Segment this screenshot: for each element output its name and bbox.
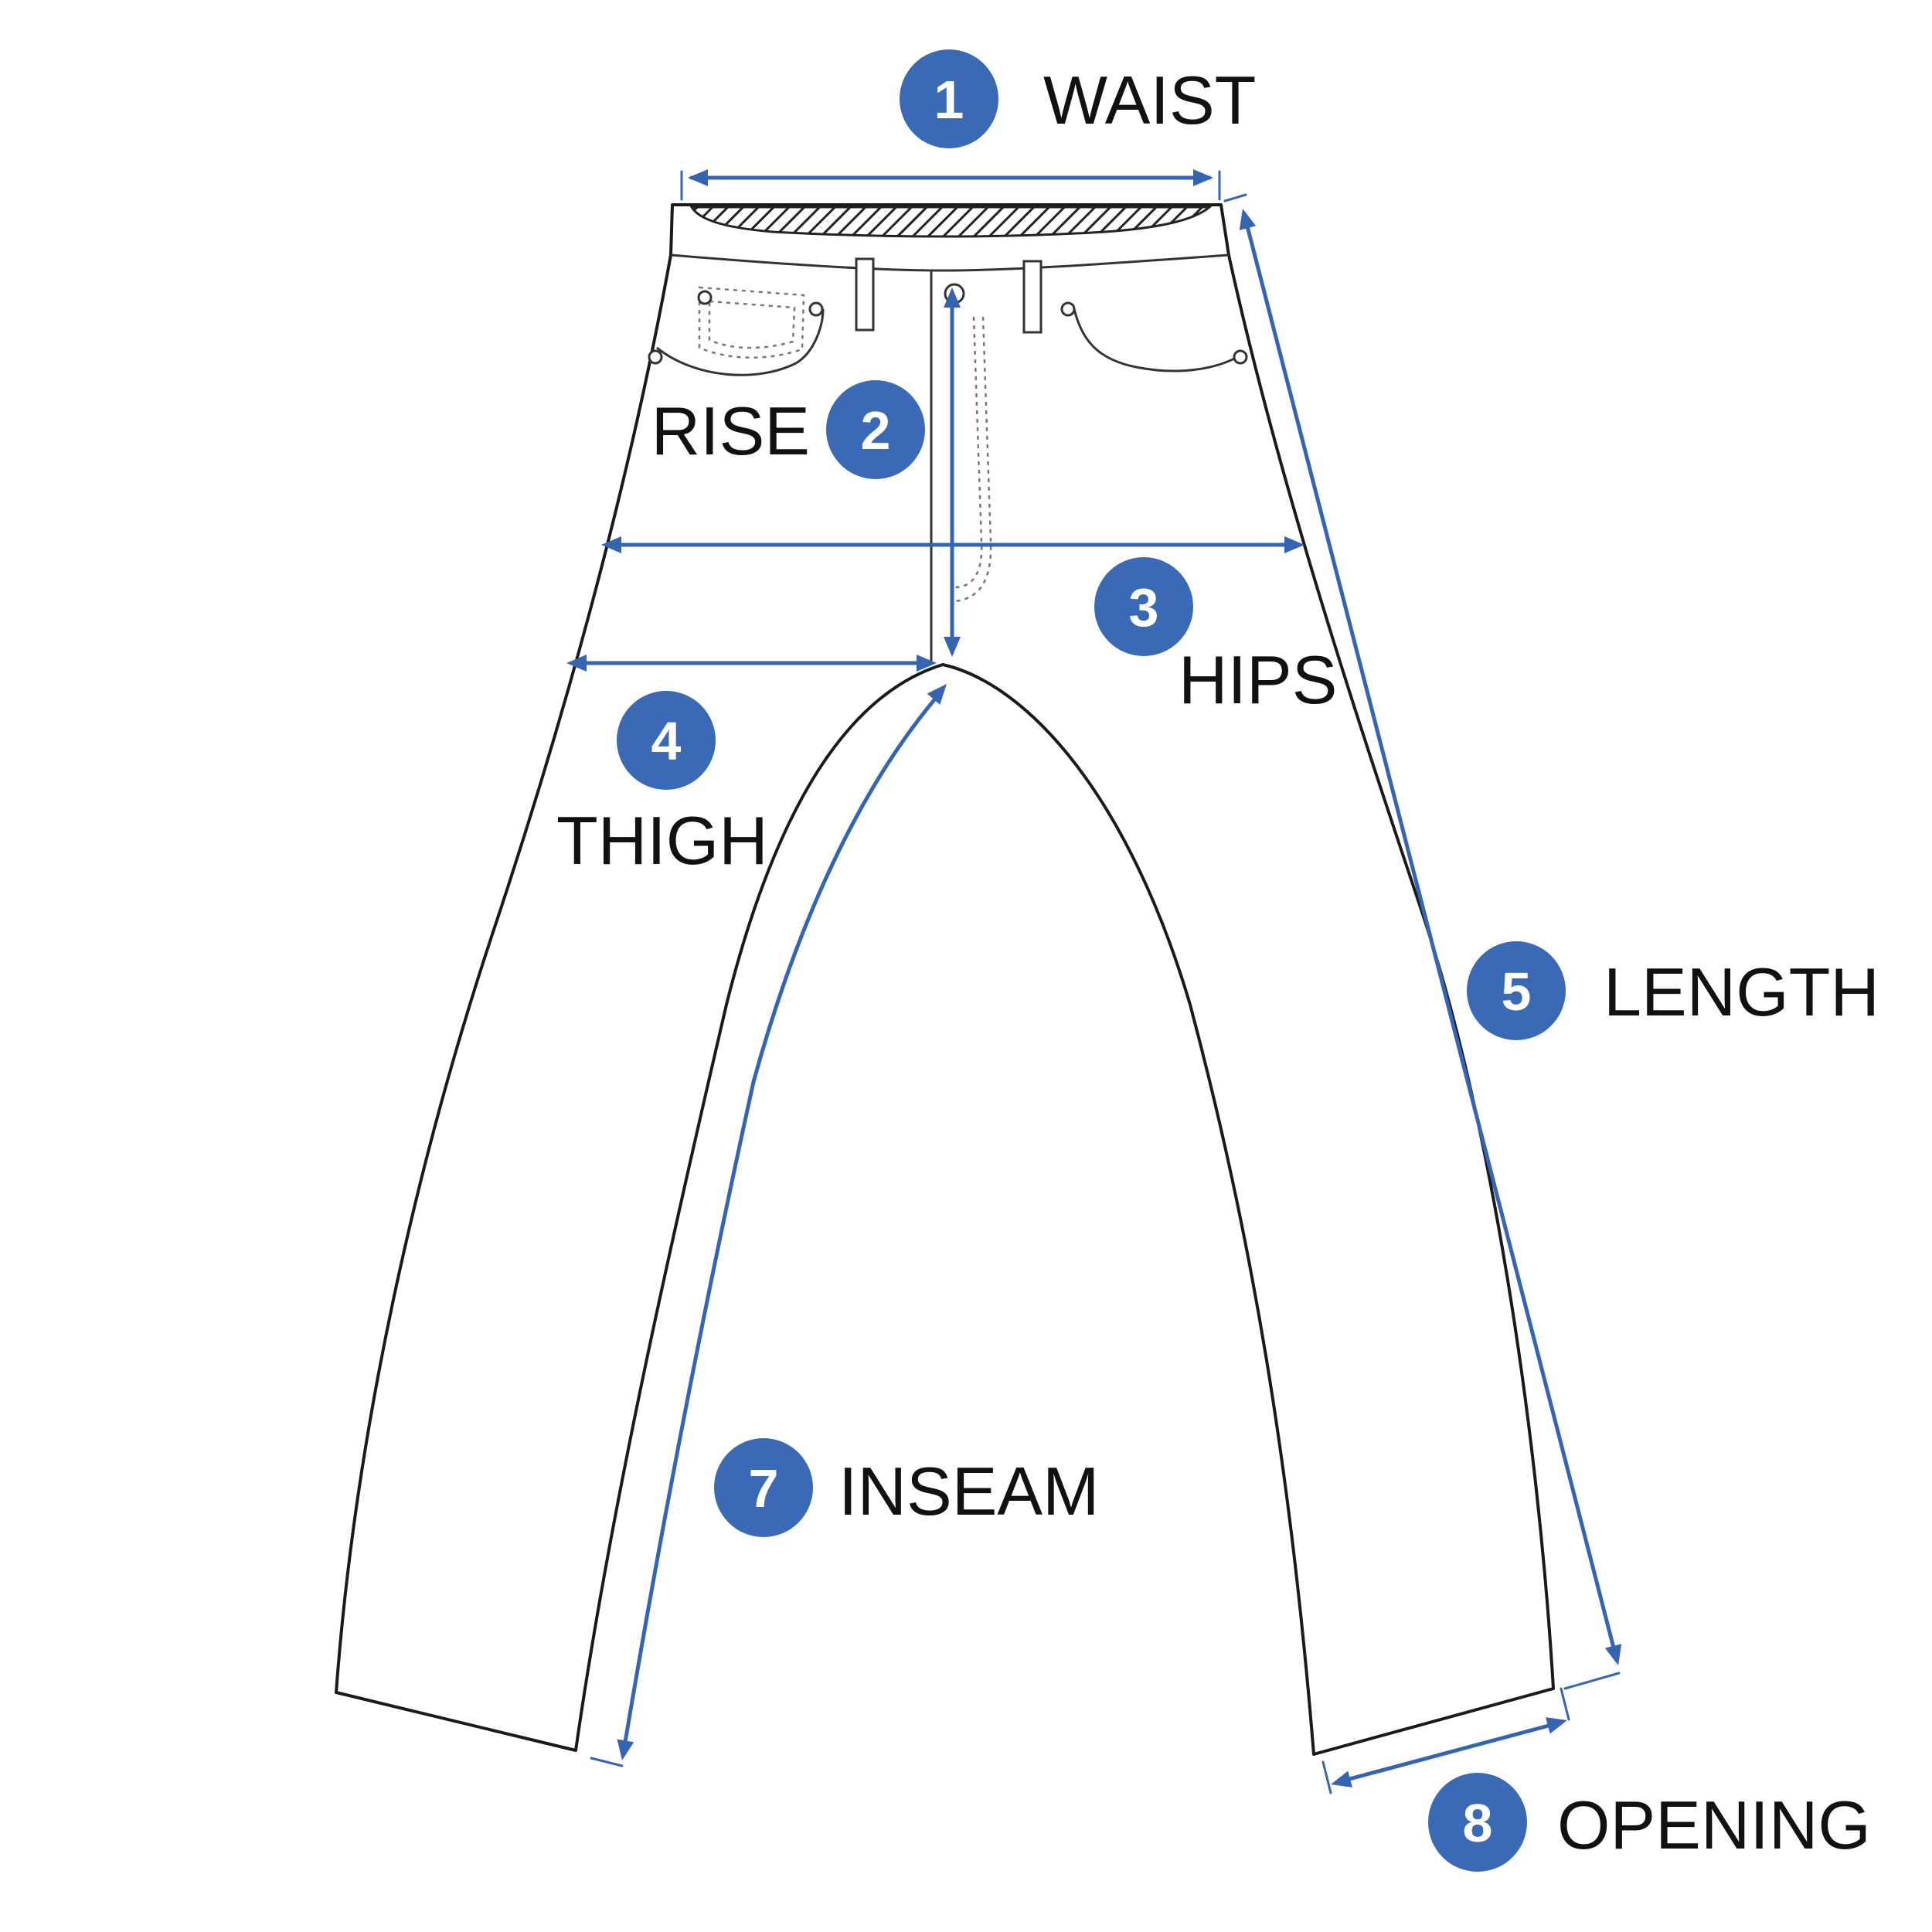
measurement-label-opening: OPENING: [1557, 1787, 1871, 1863]
inseam-arrowhead-bottom: [617, 1739, 634, 1760]
badge-number-rise: 2: [861, 400, 891, 461]
label-length: 5 LENGTH: [1467, 941, 1879, 1040]
badge-waist: [900, 49, 998, 148]
inner-waistband-rib: [689, 206, 1213, 238]
measurement-label-length: LENGTH: [1604, 954, 1879, 1030]
measurement-label-hips: HIPS: [1179, 641, 1337, 718]
inseam-arrowhead-top: [927, 684, 947, 705]
label-hips: 3 HIPS: [1094, 557, 1337, 718]
label-opening: 8 OPENING: [1428, 1773, 1871, 1872]
label-thigh: 4 THIGH: [556, 691, 768, 879]
badge-number-opening: 8: [1463, 1793, 1493, 1853]
opening-tick-left: [1321, 1760, 1332, 1794]
fly-stitch: [954, 316, 983, 589]
rivet: [648, 349, 663, 365]
inseam-measure-line: [622, 689, 944, 1749]
opening-arrowhead-left: [1331, 1770, 1352, 1787]
rivet: [1233, 349, 1248, 365]
waist-arrowhead-right: [1193, 169, 1213, 186]
length-tick-top: [1223, 193, 1247, 202]
measurement-label-thigh: THIGH: [556, 802, 768, 879]
badge-thigh: [617, 691, 716, 790]
hips-arrowhead-right: [1284, 536, 1304, 553]
badge-number-length: 5: [1502, 961, 1532, 1022]
opening-tick-right: [1560, 1687, 1570, 1721]
label-waist: 1 WAIST: [900, 49, 1256, 148]
coin-pocket: [698, 286, 805, 359]
opening-arrowhead-right: [1546, 1717, 1567, 1734]
badge-inseam: [714, 1438, 813, 1537]
length-arrowhead-bottom: [1604, 1644, 1622, 1665]
measurement-guides: [566, 169, 1622, 1794]
pocket-left: [656, 308, 825, 376]
rivet: [808, 301, 824, 317]
badge-opening: [1428, 1773, 1527, 1872]
measurement-label-inseam: INSEAM: [838, 1453, 1099, 1529]
rivet: [1060, 301, 1076, 317]
fly-stitch-inner: [954, 316, 992, 603]
measurement-label-waist: WAIST: [1043, 62, 1256, 138]
thigh-arrowhead-left: [566, 655, 587, 672]
badge-number-waist: 1: [934, 70, 964, 130]
badge-hips: [1094, 557, 1193, 656]
badge-rise: [826, 380, 925, 479]
badge-number-thigh: 4: [651, 711, 682, 771]
pocket-right: [1073, 308, 1241, 372]
hips-arrowhead-left: [601, 536, 621, 553]
badge-number-inseam: 7: [749, 1458, 779, 1519]
length-tick-bottom: [1563, 1672, 1621, 1690]
inseam-tick-bottom: [590, 1757, 624, 1767]
opening-measure-line: [1338, 1721, 1560, 1784]
rise-arrowhead-bottom: [944, 637, 961, 657]
label-inseam: 7 INSEAM: [714, 1438, 1099, 1537]
coin-pocket-inner: [708, 300, 796, 349]
badge-length: [1467, 941, 1566, 1040]
badge-number-hips: 3: [1129, 577, 1159, 638]
rise-arrowhead-top: [944, 287, 961, 308]
length-measure-line: [1243, 218, 1617, 1656]
length-arrowhead-top: [1239, 209, 1257, 230]
belt-loop-left: [855, 257, 875, 332]
thigh-arrowhead-right: [917, 655, 937, 672]
rivet: [697, 290, 713, 305]
measurement-label-rise: RISE: [651, 393, 810, 469]
waistband: [670, 253, 1230, 272]
label-rise: RISE 2: [651, 380, 925, 479]
waist-arrowhead-left: [688, 169, 708, 186]
belt-loop-right: [1022, 260, 1043, 334]
